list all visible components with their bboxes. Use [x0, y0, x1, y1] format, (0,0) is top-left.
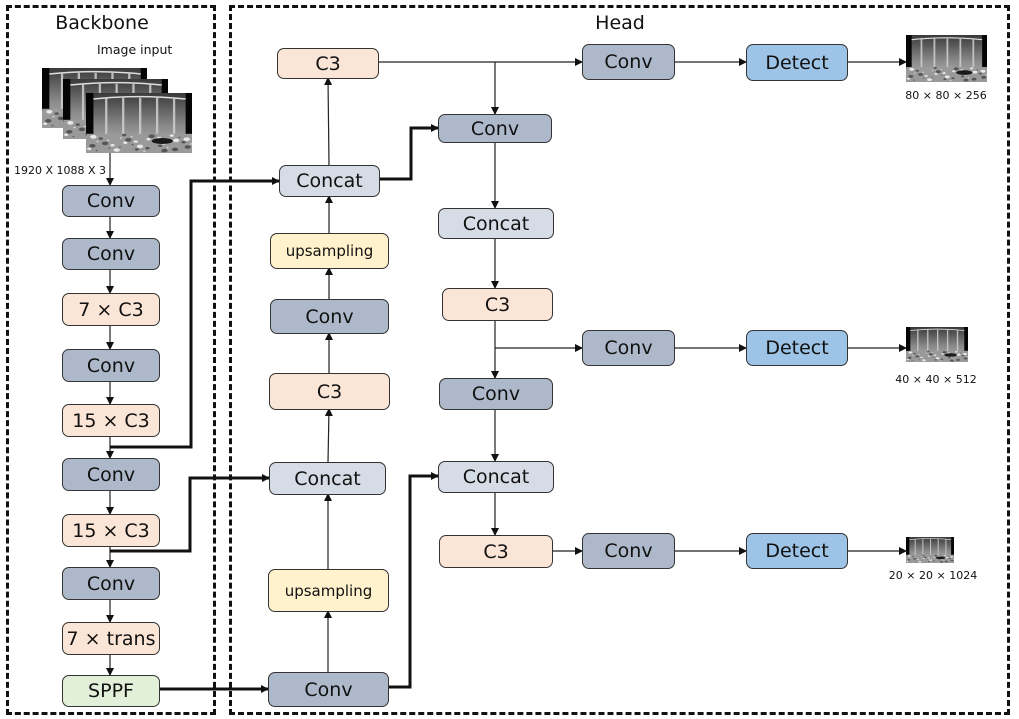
head-mid-c3-2: C3 — [439, 535, 553, 568]
output-conv-20: Conv — [582, 533, 675, 569]
backbone-conv-3: Conv — [62, 349, 160, 382]
skip-b7-to-concat2 — [110, 474, 270, 553]
output-size-40: 40 × 40 × 512 — [895, 373, 977, 386]
detect-40: Detect — [746, 330, 848, 366]
backbone-region — [6, 5, 216, 715]
head-upsampling-1: upsampling — [270, 233, 389, 269]
backbone-conv-2: Conv — [62, 238, 160, 270]
input-frame-3 — [86, 93, 192, 153]
detect-20: Detect — [746, 533, 848, 569]
detect-80: Detect — [746, 44, 848, 81]
skip-b5-to-concat1 — [110, 177, 280, 449]
output-size-80: 80 × 80 × 256 — [905, 89, 987, 102]
skip-concat1-to-mconv1 — [379, 124, 439, 181]
input-size-label: 1920 X 1088 X 3 — [14, 164, 107, 177]
head-concat-2: Concat — [269, 462, 386, 495]
head-mid-concat-1: Concat — [438, 208, 554, 239]
backbone-conv-5: Conv — [62, 567, 160, 600]
head-mid-concat-2: Concat — [438, 461, 554, 493]
input-label: Image input — [97, 42, 173, 57]
backbone-c3-15x-a: 15 × C3 — [62, 404, 160, 437]
output-conv-40: Conv — [582, 330, 675, 366]
skip-hconv2-to-mconcat2 — [388, 472, 439, 689]
output-conv-80: Conv — [582, 44, 675, 80]
backbone-conv-1: Conv — [62, 185, 160, 217]
backbone-c3-15x-b: 15 × C3 — [62, 514, 160, 547]
head-mid-conv-1: Conv — [438, 114, 552, 143]
head-region — [229, 5, 1010, 715]
head-conv-2: Conv — [268, 672, 389, 707]
arrow-concat2-c3 — [324, 408, 333, 463]
head-upsampling-2: upsampling — [268, 569, 389, 612]
head-title: Head — [595, 12, 645, 34]
backbone-c3-7x: 7 × C3 — [62, 293, 160, 326]
head-mid-conv-2: Conv — [439, 378, 553, 410]
backbone-title: Backbone — [55, 12, 149, 34]
output-size-20: 20 × 20 × 1024 — [888, 569, 978, 582]
head-concat-1: Concat — [279, 165, 380, 197]
output-image-80 — [906, 35, 987, 82]
head-mid-c3-1: C3 — [442, 288, 553, 321]
backbone-conv-4: Conv — [62, 458, 160, 491]
output-image-40 — [906, 327, 968, 362]
head-c3-top: C3 — [277, 48, 379, 79]
arrow-concat1-c3top — [324, 77, 333, 166]
backbone-sppf: SPPF — [62, 675, 160, 707]
head-c3-1: C3 — [269, 373, 390, 410]
output-image-20 — [906, 537, 954, 563]
head-conv-1: Conv — [270, 299, 389, 334]
backbone-trans-7x: 7 × trans — [62, 622, 160, 655]
